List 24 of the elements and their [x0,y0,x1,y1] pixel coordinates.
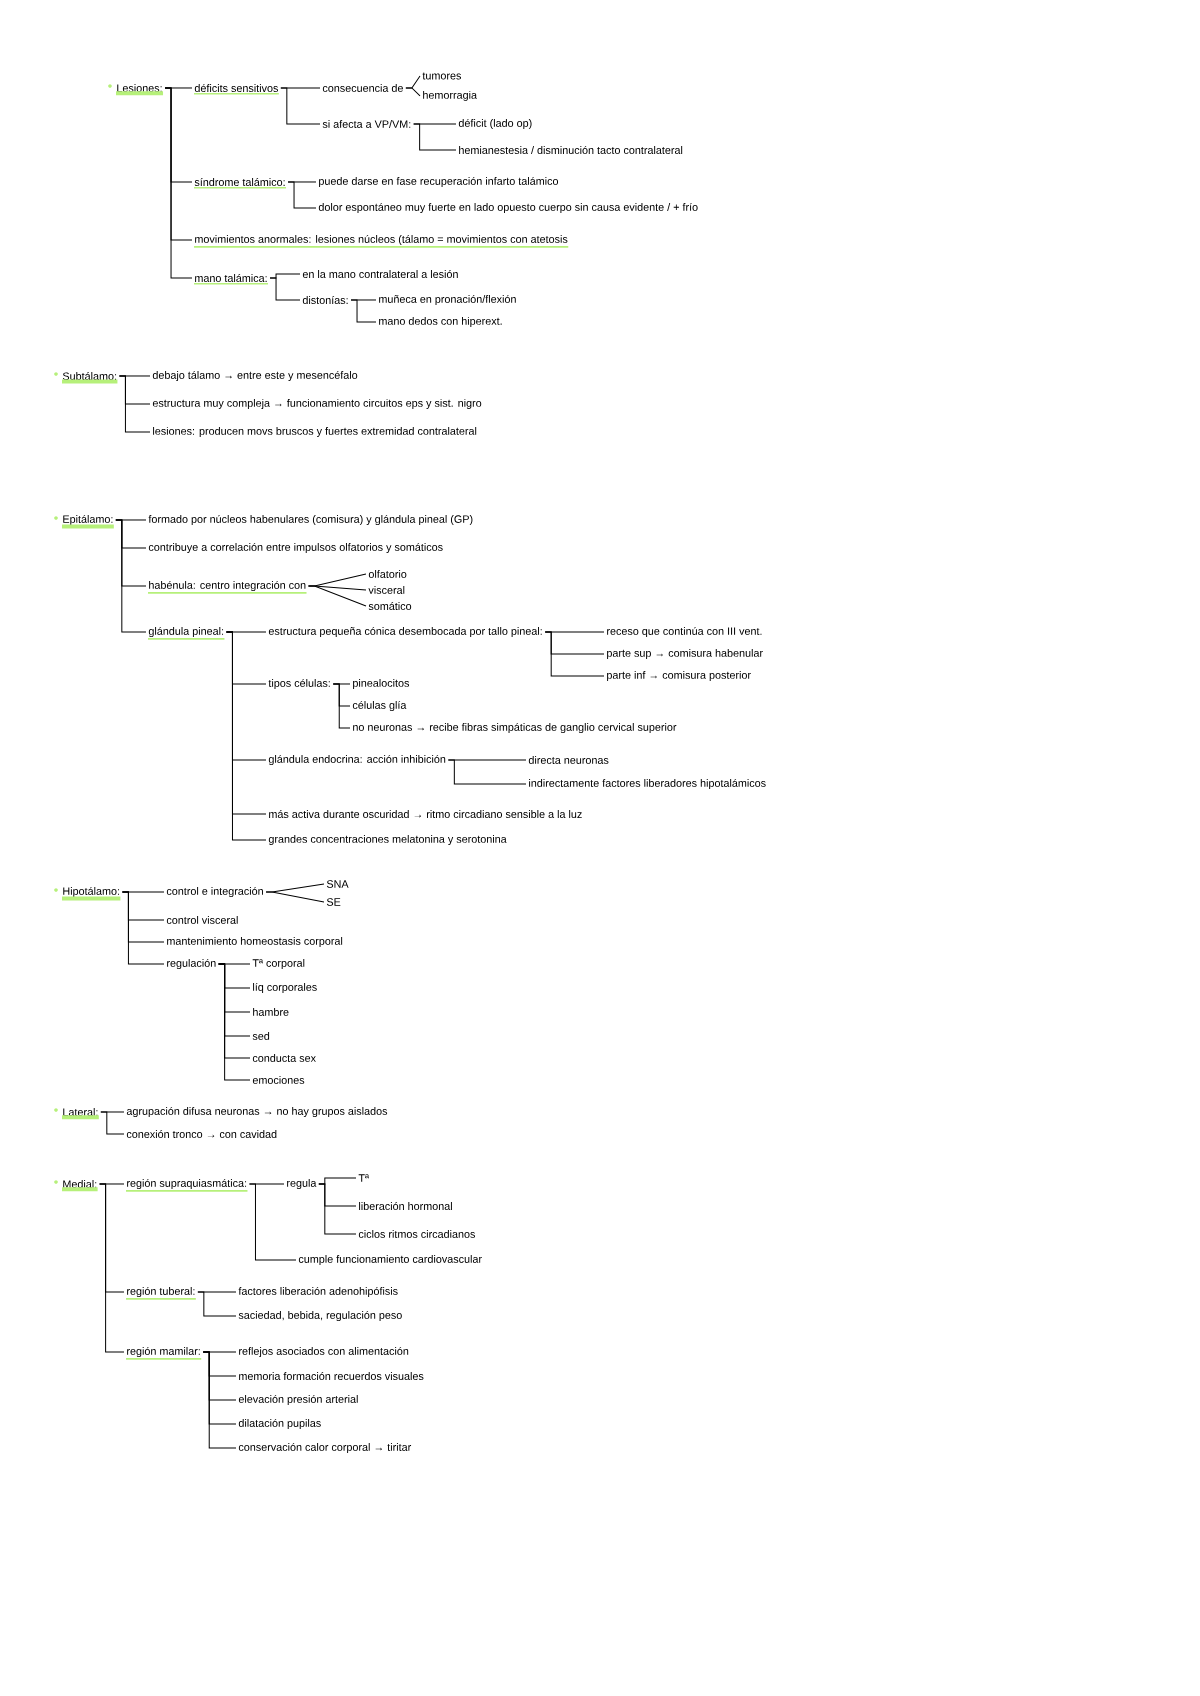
bracket-line [308,585,367,607]
bracket-line [280,87,321,125]
bracket-line [269,273,301,279]
bracket-line [318,1183,357,1235]
bracket-line [447,759,527,785]
bracket-line [218,963,251,1081]
bracket-line [413,123,457,151]
bracket-line [544,631,605,677]
bracket-line [265,891,325,903]
bracket-line [248,1183,297,1261]
bracket-line [405,87,421,97]
bracket-line [100,1111,125,1135]
bracket-line [269,277,301,301]
bracket-line [115,519,147,633]
bracket-line [118,375,151,433]
bracket-line [350,299,377,323]
bracket-line [99,1183,125,1353]
bracket-line [332,683,351,729]
bracket-line [202,1351,237,1449]
bracket-line [318,1177,357,1185]
bracket-line [197,1291,237,1317]
bracket-line [287,181,317,209]
bracket-line [164,87,193,279]
bracket-line [121,891,165,965]
